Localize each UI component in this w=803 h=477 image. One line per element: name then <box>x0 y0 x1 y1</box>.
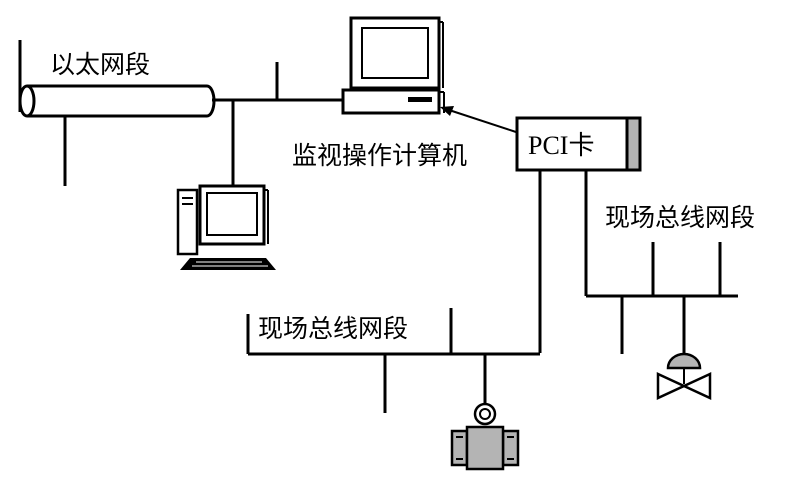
flow-transmitter-icon <box>450 402 520 471</box>
fieldbus-right-label: 现场总线网段 <box>605 203 755 232</box>
pci-card-box <box>515 116 642 172</box>
control-valve-icon <box>656 352 712 400</box>
monitor-computer-label: 监视操作计算机 <box>292 141 467 170</box>
desktop-computer-icon <box>341 16 445 115</box>
pci-link-arrow <box>440 106 517 133</box>
ethernet-segment-label: 以太网段 <box>50 50 150 79</box>
pci-card-label: PCI卡 <box>528 131 594 160</box>
fieldbus-bottom-label: 现场总线网段 <box>258 314 408 343</box>
tower-computer-icon <box>176 184 276 270</box>
